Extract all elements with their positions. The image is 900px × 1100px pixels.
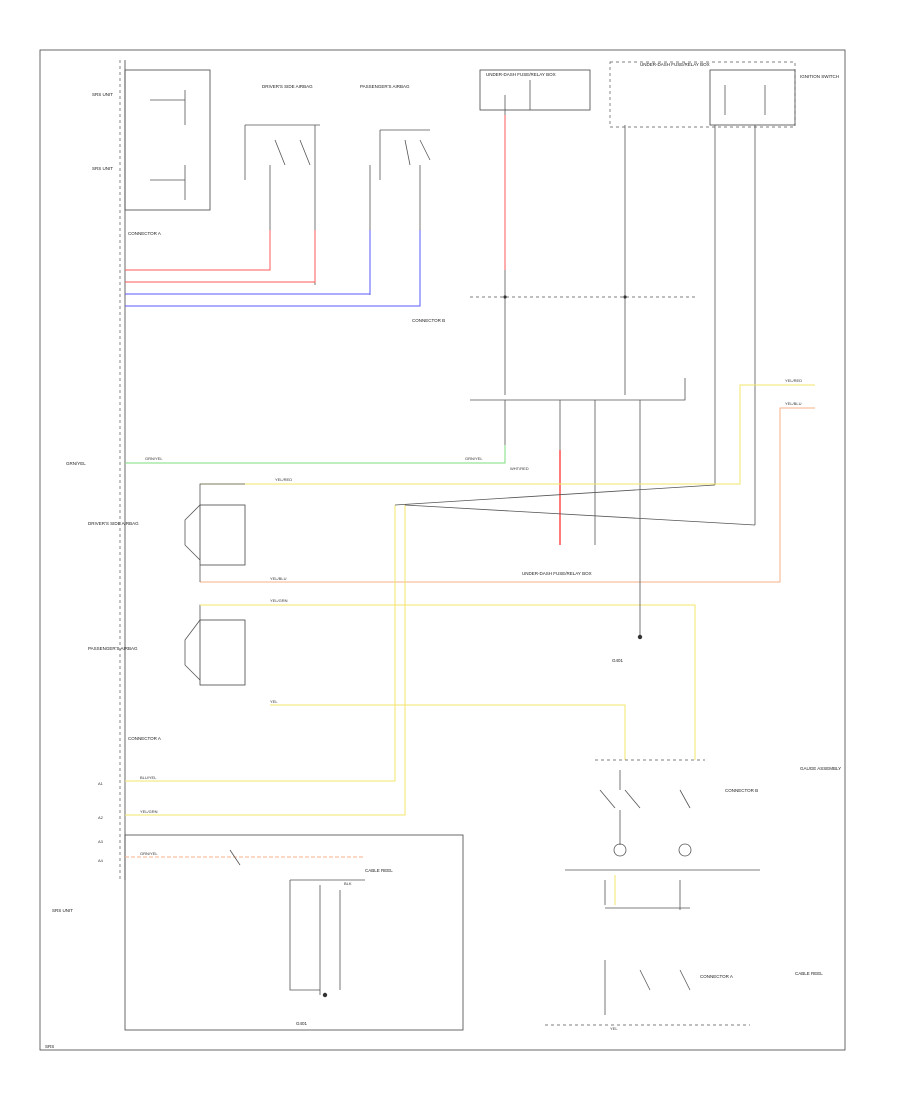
wire-yellow-lower xyxy=(270,704,626,760)
label-under-dash: UNDER-DASH FUSE/RELAY BOX xyxy=(522,571,592,576)
label-dash-light: CABLE REEL xyxy=(795,971,823,976)
impact-sensor-left xyxy=(369,129,431,305)
label-yellow-lower: YEL xyxy=(270,699,278,704)
lower-switch-cluster xyxy=(545,880,750,1026)
label-fuse-top: UNDER-DASH FUSE/RELAY BOX xyxy=(486,72,556,77)
label-green-wire-2: GRN/YEL xyxy=(465,456,483,461)
fuse-relay-box xyxy=(609,61,796,128)
label-connector-b: CONNECTOR B xyxy=(412,318,445,323)
label-module-1: DRIVER'S SIDE AIRBAG xyxy=(88,521,139,526)
label-fuse-relay: UNDER-DASH FUSE/RELAY BOX xyxy=(640,62,710,67)
label-green-wire: GRN/YEL xyxy=(145,456,163,461)
label-connector-d: CONNECTOR B xyxy=(725,788,758,793)
label-yellow-wire: YEL/RED xyxy=(275,477,292,482)
label-sensor-bottom: SRS UNIT xyxy=(92,166,113,171)
label-blk-1: BLK xyxy=(344,881,352,886)
label-sensor-top: SRS UNIT xyxy=(92,92,113,97)
label-ignition: IGNITION SWITCH xyxy=(800,74,839,79)
label-wht-red: WHT/RED xyxy=(510,466,529,471)
label-connector-a: CONNECTOR A xyxy=(128,231,161,236)
label-yellow-mid: YEL/GRN xyxy=(270,598,288,603)
label-yellow-right: YEL/RED xyxy=(785,378,802,383)
label-connector-c: CONNECTOR A xyxy=(128,736,161,741)
fuse-box-top-frame xyxy=(479,69,591,111)
pin-a3: A3 xyxy=(98,839,104,844)
pin-a2: A2 xyxy=(98,815,104,820)
airbag-module-2 xyxy=(184,604,246,686)
wire-orange-right xyxy=(200,407,815,583)
pin-a4: A4 xyxy=(98,858,104,863)
sensor-box xyxy=(124,69,211,211)
label-cable-reel: CABLE REEL xyxy=(365,868,393,873)
wire-blue-2 xyxy=(125,230,421,307)
pin-a1: A1 xyxy=(98,781,104,786)
passenger-module xyxy=(124,834,464,1031)
page-footer: SRS xyxy=(45,1044,54,1049)
wire-green xyxy=(125,445,506,464)
wire-blue-1 xyxy=(125,230,371,295)
wire-red-1 xyxy=(125,230,271,271)
wire-yellow-right xyxy=(200,384,815,485)
label-impact-left: PASSENGER'S AIRBAG xyxy=(360,84,410,89)
label-impact-right: DRIVER'S SIDE AIRBAG xyxy=(262,84,313,89)
impact-sensor-right xyxy=(244,124,320,285)
label-connector-e: CONNECTOR A xyxy=(700,974,733,979)
wire-red-2 xyxy=(125,230,316,283)
gauge-switch-cluster xyxy=(565,759,760,871)
label-srs-unit: SRS UNIT xyxy=(52,908,73,913)
label-yel-grn: YEL/GRN xyxy=(140,809,158,814)
label-ground-1: G401 xyxy=(296,1021,308,1026)
label-blu-yel: BLU/YEL xyxy=(140,775,157,780)
label-orange-lower: GRN/YEL xyxy=(140,851,158,856)
wire-yellow-long-2 xyxy=(125,505,406,816)
wire-yellow-long-1 xyxy=(125,505,396,782)
ignition-bracket xyxy=(470,378,686,401)
fuse-box-top xyxy=(479,69,591,115)
wire-yellow-mid xyxy=(200,604,696,760)
diagram-frame xyxy=(39,49,846,1051)
top-left-sensor xyxy=(124,69,211,211)
label-module-2: PASSENGER'S AIRBAG xyxy=(88,646,138,651)
label-green-src: GRN/YEL xyxy=(66,461,86,466)
label-orange-right: YEL/BLU xyxy=(785,401,802,406)
label-yel-bottom: YEL xyxy=(610,1026,618,1031)
airbag-module-1 xyxy=(184,483,246,582)
label-gauge: GAUGE ASSEMBLY xyxy=(800,766,841,771)
label-orange-wire: YEL/BLU xyxy=(270,576,287,581)
label-ground-2: G401 xyxy=(612,658,624,663)
